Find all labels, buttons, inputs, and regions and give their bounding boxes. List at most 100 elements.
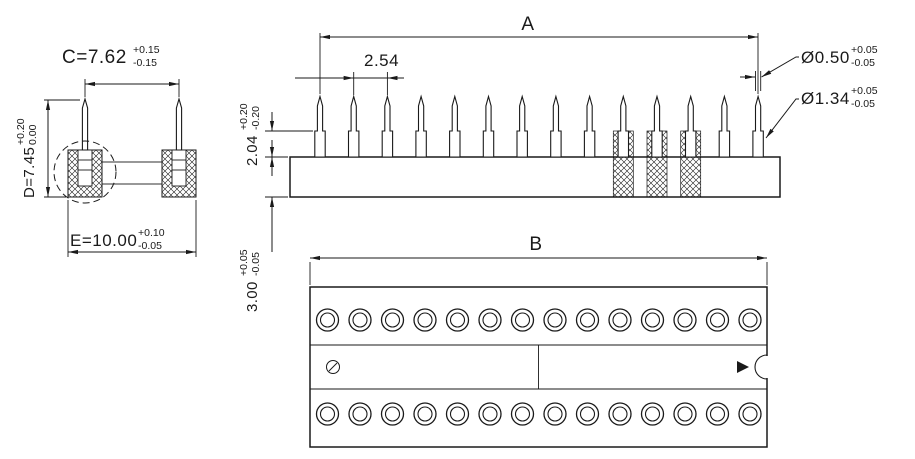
dim-a-label: A	[521, 14, 534, 35]
dimension-a: A	[319, 14, 759, 94]
contact-hole	[478, 402, 502, 426]
dimension-body-height: 3.00 +0.05 -0.05	[238, 140, 288, 312]
side-view: A 2.54 2.04 +0.20 -0.20	[238, 14, 878, 312]
dim-300-tol-plus: +0.05	[238, 249, 250, 276]
pin	[617, 95, 630, 158]
polarity-notch	[754, 354, 768, 380]
dim-b-label: B	[529, 234, 542, 255]
pin1-marker-circle	[326, 360, 340, 374]
contact-hole	[445, 308, 470, 332]
pin	[314, 95, 326, 158]
contact-hole	[738, 308, 762, 332]
dim-contact-dia-tol-minus: -0.05	[851, 98, 875, 110]
contact-hole	[510, 308, 535, 332]
dim-204-tol-plus: +0.20	[238, 103, 250, 130]
dim-pin-dia-value: Ø0.50	[801, 48, 850, 67]
pin	[550, 95, 562, 158]
polarity-marker	[737, 354, 769, 380]
orientation-arrow-icon	[737, 361, 749, 373]
socket-section	[53, 97, 197, 204]
dimension-pitch: 2.54	[295, 51, 404, 95]
contact-hole	[543, 402, 567, 426]
contact-hole	[510, 402, 535, 426]
contact-cavity-left	[77, 149, 93, 187]
dim-300-value: 3.00	[244, 281, 261, 312]
socket-body-side	[289, 156, 781, 198]
dimension-d: D=7.45 +0.20 0.00	[15, 99, 80, 198]
dim-contact-dia-value: Ø1.34	[801, 89, 850, 108]
pin	[516, 95, 528, 158]
contact-hole	[608, 308, 632, 332]
dim-e-tol-plus: +0.10	[138, 227, 165, 239]
dim-d-tol-plus: +0.20	[15, 118, 27, 145]
dim-300-text: 3.00 +0.05 -0.05	[238, 249, 262, 312]
dim-pitch-value: 2.54	[364, 51, 399, 70]
contact-hole	[575, 402, 600, 426]
dimension-contact-height: 2.04 +0.20 -0.20	[238, 103, 313, 176]
dimension-e: E=10.00 +0.10 -0.05	[67, 200, 197, 257]
dimension-b: B	[309, 234, 768, 285]
contact-hole	[608, 402, 632, 426]
dim-d-text: D=7.45 +0.20 0.00	[15, 118, 39, 198]
dim-e-tol-minus: -0.05	[138, 240, 162, 252]
pin1-marker	[326, 360, 340, 374]
contact-hole	[543, 308, 567, 332]
contact-hole	[380, 308, 405, 332]
dim-d-value: D=7.45	[21, 147, 38, 198]
contact-hole	[348, 308, 372, 332]
contact-hole	[413, 402, 437, 426]
contact-hole	[705, 402, 730, 426]
dim-e-value: E=10.00	[70, 231, 137, 250]
contact-cavity-right	[171, 149, 187, 187]
pin	[381, 95, 394, 158]
contact-hole	[640, 308, 665, 332]
contact-hole	[478, 308, 502, 332]
dim-300-tol-minus: -0.05	[250, 252, 262, 276]
socket-body-bar	[101, 161, 163, 185]
pin	[449, 95, 461, 158]
dim-204-text: 2.04 +0.20 -0.20	[238, 103, 262, 166]
dim-c-tol-minus: -0.15	[133, 57, 157, 69]
contact-hole	[705, 308, 730, 332]
contact-hole	[348, 402, 372, 426]
pin	[684, 95, 697, 158]
contact-hole	[315, 402, 340, 426]
contact-hole	[315, 308, 340, 332]
contact-hole	[640, 402, 665, 426]
pin	[583, 95, 596, 158]
pin	[482, 95, 495, 158]
contact-hole	[673, 402, 697, 426]
pin	[718, 95, 731, 158]
dimension-pin-diameter: Ø0.50 +0.05 -0.05	[740, 44, 878, 91]
contact-hole	[380, 402, 405, 426]
dimension-contact-diameter: Ø1.34 +0.05 -0.05	[765, 85, 878, 139]
dim-contact-dia-tol-plus: +0.05	[851, 85, 878, 97]
top-view: B	[309, 234, 769, 448]
leader-line	[765, 98, 799, 139]
detail-callout-circle	[53, 140, 117, 204]
dimension-c: C=7.62 +0.15 -0.15	[62, 44, 180, 97]
contact-hole	[445, 402, 470, 426]
dim-c-tol-plus: +0.15	[133, 44, 160, 56]
pin	[752, 95, 764, 158]
contact-hole	[738, 402, 762, 426]
dim-c-value: C=7.62	[62, 47, 127, 68]
dim-d-tol-minus: 0.00	[27, 124, 39, 145]
pin-row	[314, 95, 764, 158]
pin	[347, 95, 360, 158]
contact-hole	[413, 308, 437, 332]
solder-tail-left	[81, 97, 89, 151]
dim-pin-dia-tol-plus: +0.05	[851, 44, 878, 56]
dim-204-tol-minus: -0.20	[250, 106, 262, 130]
detail-view: C=7.62 +0.15 -0.15 D=7.45 +0.20 0.00	[15, 44, 197, 257]
pin1-marker-tick	[328, 362, 338, 372]
dim-204-value: 2.04	[244, 135, 261, 166]
solder-tail-right	[175, 97, 183, 151]
contact-hole	[673, 308, 697, 332]
pin	[651, 95, 663, 158]
contact-hole	[575, 308, 600, 332]
leader-line	[761, 56, 799, 78]
dim-pin-dia-tol-minus: -0.05	[851, 57, 875, 69]
